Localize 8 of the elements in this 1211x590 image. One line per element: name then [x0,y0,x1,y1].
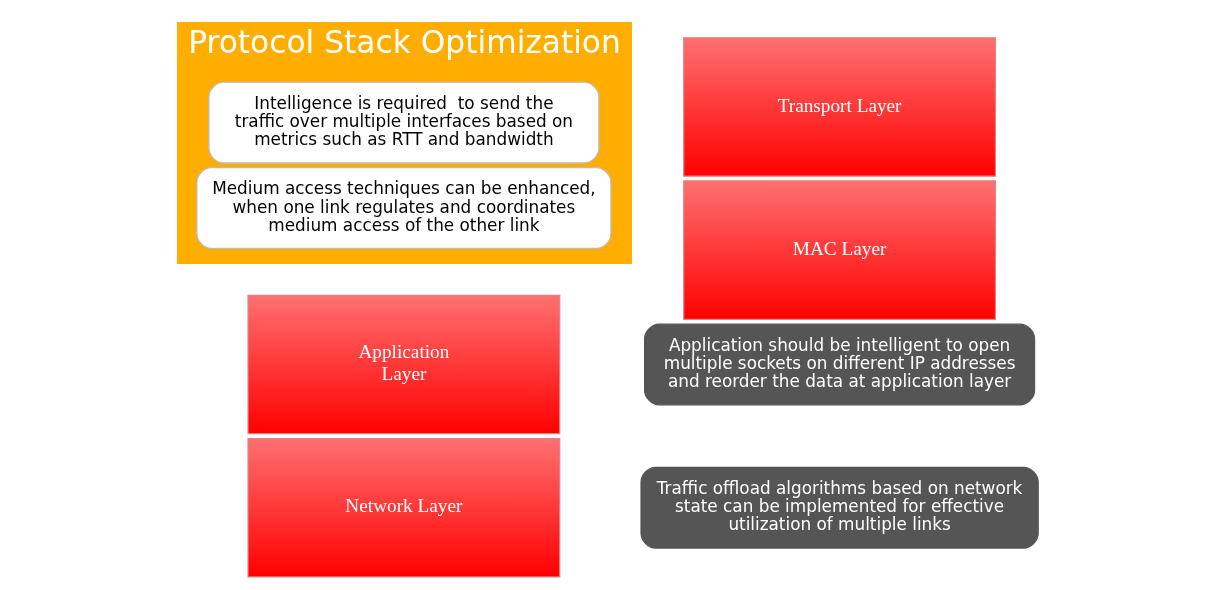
node-box: Medium access techniques can be enhanced, when one link regulates and coordinates medium access of the other link [196,167,612,249]
node-box: Application Layer [247,294,561,435]
node-box: Traffic offload algorithms based on network state can be implemented for effective utilization of multiple links [640,466,1039,549]
node-box: Intelligence is required to send the traffic over multiple interfaces based on metrics such as RTT and bandwidth [208,81,600,164]
node-box: Network Layer [247,437,561,578]
node-box: Application should be intelligent to open multiple sockets on different IP addresses and reorder the data at application layer [644,323,1036,406]
node-box: MAC Layer [683,180,997,320]
node-box: Transport Layer [683,37,997,177]
